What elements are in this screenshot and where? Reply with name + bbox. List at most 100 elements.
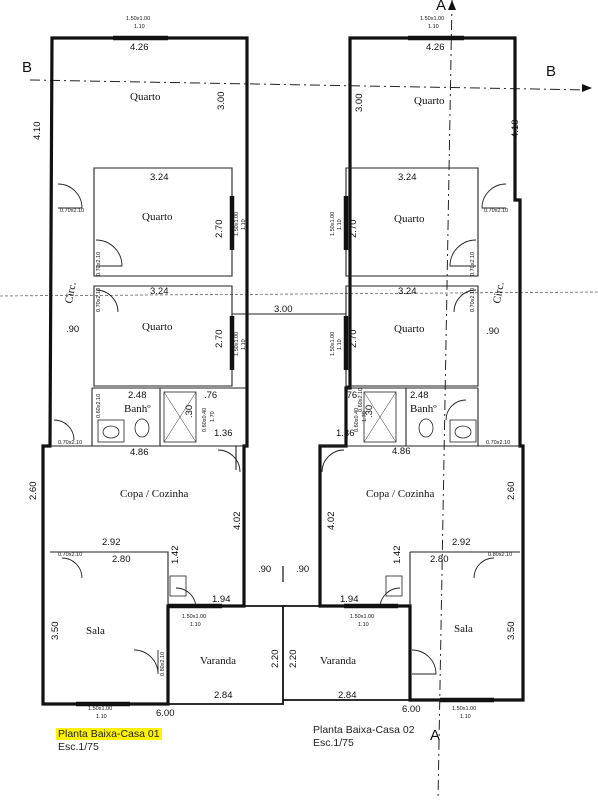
h2-dim-h-quarto-top: 3.00	[354, 94, 365, 113]
h2-dim-copa-right: 2.60	[506, 482, 517, 501]
h1-room-quarto-top: Quarto	[130, 91, 161, 103]
house-1-bath-fixtures	[97, 391, 197, 597]
section-mark-a-bottom: A	[430, 727, 440, 744]
h1-dim-w-q3: 3.24	[150, 286, 169, 297]
h2-dim-gap-90: .90	[296, 564, 309, 575]
h2-dim-banho-30: .30	[364, 405, 375, 418]
h1-dim-gap-90: .90	[258, 564, 271, 575]
h1-dim-h-total: 4.10	[32, 122, 43, 141]
h2-dim-copa-w: 4.86	[392, 446, 411, 457]
h2-room-banho: Banhº	[410, 403, 437, 415]
h2-door-copa: 0.70x2.10	[486, 440, 510, 446]
h1-dim-w-top: 4.26	[130, 42, 149, 53]
h1-room-sala: Sala	[86, 625, 105, 637]
h1-win-top-sill: 1.10	[134, 24, 145, 30]
h1-dim-gap-w: 3.00	[274, 304, 293, 315]
h1-dim-h-q2: 2.70	[214, 220, 225, 239]
h2-win-banho: 0.60x0.40	[354, 408, 360, 432]
h2-win-top: 1.50x1.00	[420, 16, 444, 22]
h2-room-varanda: Varanda	[320, 655, 356, 667]
caption-casa-02: Planta Baixa-Casa 02 Esc.1/75	[313, 724, 415, 750]
h1-win-bottom-sill: 1.10	[96, 714, 107, 720]
h2-room-quarto-low: Quarto	[394, 323, 425, 335]
house-2-windows	[343, 35, 494, 703]
h2-dim-280: 2.80	[430, 554, 449, 565]
h1-dim-h-q3: 2.70	[214, 330, 225, 349]
h1-dim-292: 2.92	[102, 537, 121, 548]
h1-dim-280: 2.80	[112, 554, 131, 565]
h1-dim-varanda-w: 2.84	[214, 690, 233, 701]
h1-dim-banho-76: .76	[204, 390, 217, 401]
h2-dim-h-total: 4.10	[510, 120, 521, 139]
h2-door-banho: 0.60x2.10	[358, 388, 364, 412]
h2-dim-292: 2.92	[452, 537, 471, 548]
h1-room-circ: Circ.	[63, 281, 79, 305]
h1-door-copa: 0.70x2.10	[58, 440, 82, 446]
h1-win-q2: 1.50x1.00	[234, 212, 240, 236]
h1-dim-w-q2: 3.24	[150, 172, 169, 183]
caption-casa-02-title: Planta Baixa-Casa 02	[313, 724, 415, 736]
h1-dim-banho-30: .30	[184, 405, 195, 418]
h2-dim-varanda-w: 2.84	[338, 690, 357, 701]
h2-win-q2-sill: 1.10	[337, 219, 343, 230]
h1-dim-142: 1.42	[170, 546, 181, 565]
h1-dim-base-w: 6.00	[156, 708, 175, 719]
h1-door-quarto-top: 0.70x2.10	[60, 208, 84, 214]
h2-dim-w-q2: 3.24	[398, 172, 417, 183]
h2-dim-sala-h: 3.50	[506, 622, 517, 641]
house-2-walls	[283, 36, 525, 702]
caption-casa-01-title: Planta Baixa-Casa 01	[56, 728, 162, 740]
h2-win-bottom: 1.50x1.00	[452, 706, 476, 712]
h2-dim-base-w: 6.00	[402, 704, 421, 715]
h1-dim-banho-w: 2.48	[128, 390, 147, 401]
h1-win-banho: 0.60x0.40	[202, 408, 208, 432]
h2-win-q2: 1.50x1.00	[330, 212, 336, 236]
h2-dim-w-q3: 3.24	[398, 286, 417, 297]
h2-dim-banho-w: 2.48	[410, 390, 429, 401]
h1-dim-copa-w: 4.86	[130, 447, 149, 458]
h2-door-q3: 0.70x2.10	[470, 288, 476, 312]
h2-room-circ: Circ.	[491, 281, 507, 305]
h1-dim-194: 1.94	[212, 594, 231, 605]
h1-win-copa-sill: 1.10	[190, 622, 201, 628]
h2-dim-circ: .90	[486, 326, 499, 337]
h2-win-q3-sill: 1.10	[337, 339, 343, 350]
caption-casa-01: Planta Baixa-Casa 01 Esc.1/75	[56, 728, 162, 754]
h1-door-q2: 0.70x2.10	[96, 252, 102, 276]
h1-win-bottom: 1.50x1.00	[88, 706, 112, 712]
house-1-windows	[76, 35, 235, 707]
h1-door-sala: 0.70x2.10	[58, 552, 82, 558]
h2-win-top-sill: 1.10	[428, 24, 439, 30]
h1-win-q2-sill: 1.10	[241, 219, 247, 230]
h2-win-bottom-sill: 1.10	[460, 714, 471, 720]
h1-dim-sala-h: 3.50	[50, 622, 61, 641]
h2-win-copa-sill: 1.10	[358, 622, 369, 628]
section-mark-b-left: B	[22, 59, 32, 76]
h2-room-copa: Copa / Cozinha	[366, 488, 435, 500]
h1-dim-copa-left: 2.60	[28, 482, 39, 501]
house-2-doors	[321, 183, 507, 675]
h1-room-quarto-low: Quarto	[142, 321, 173, 333]
h2-dim-copa-h: 4.02	[326, 512, 337, 531]
h2-dim-varanda-h: 2.20	[288, 650, 299, 669]
h2-dim-136: 1.36	[336, 428, 355, 439]
section-mark-a-top: A	[436, 0, 446, 14]
h2-room-quarto-top: Quarto	[414, 95, 445, 107]
h2-door-sala: 0.80x2.10	[488, 552, 512, 558]
h1-door-banho: 0.60x2.10	[96, 394, 102, 418]
h1-room-copa: Copa / Cozinha	[120, 488, 189, 500]
house-2-bath-fixtures	[363, 391, 477, 597]
h1-win-top: 1.50x1.00	[126, 16, 150, 22]
h1-win-q3-sill: 1.10	[241, 339, 247, 350]
h1-win-banho-sill: 1.70	[210, 411, 216, 422]
h1-door-entry: 0.80x2.10	[160, 652, 166, 676]
h1-room-banho: Banhº	[124, 403, 151, 415]
section-mark-b-right: B	[546, 63, 556, 80]
h1-dim-varanda-h: 2.20	[270, 650, 281, 669]
h2-dim-h-q2: 2.70	[348, 220, 359, 239]
h1-dim-copa-h: 4.02	[232, 512, 243, 531]
h1-dim-h-quarto-top: 3.00	[216, 92, 227, 111]
h2-win-banho-sill: 1.70	[362, 411, 368, 422]
h2-dim-w-top: 4.26	[426, 42, 445, 53]
